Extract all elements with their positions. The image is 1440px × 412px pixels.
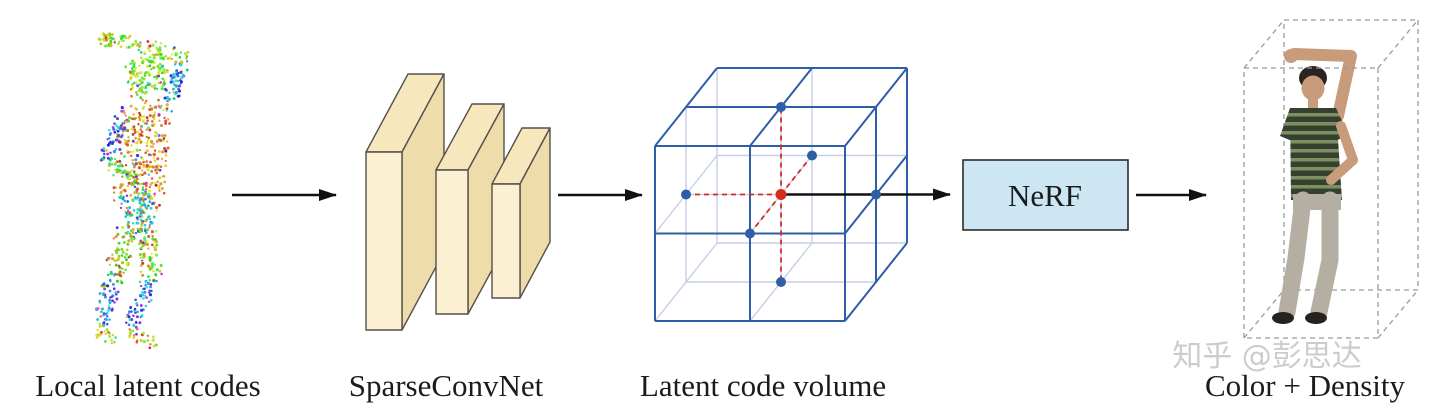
lattice-code-dot [745,228,755,239]
output-figure-with-bounding-box [1243,19,1419,339]
lattice-code-dot [871,189,881,200]
conv-slab [365,73,445,331]
sparseconvnet-slabs [365,73,551,331]
caption-sparseconvnet: SparseConvNet [349,368,544,403]
nerf-label: NeRF [1008,178,1082,213]
lattice-code-dot [807,150,817,161]
flow-arrows [232,188,1207,201]
query-point-dot [775,189,787,200]
person-figure [1272,48,1358,324]
caption-color-density: Color + Density [1205,368,1406,403]
cube-lattice-dots [681,102,881,287]
captions: Local latent codes SparseConvNet Latent … [35,178,1405,403]
caption-latent-code-volume: Latent code volume [640,368,886,403]
conv-slab [491,127,551,299]
watermark-text: 知乎 @彭思达 [1172,339,1362,374]
point-cloud-figure [94,32,190,350]
lattice-code-dot [681,189,691,200]
lattice-code-dot [776,277,786,287]
lattice-code-dot [776,102,786,112]
nerf-rect [962,159,1129,231]
nerf-box [962,159,1129,231]
caption-local-latent-codes: Local latent codes [35,368,261,403]
